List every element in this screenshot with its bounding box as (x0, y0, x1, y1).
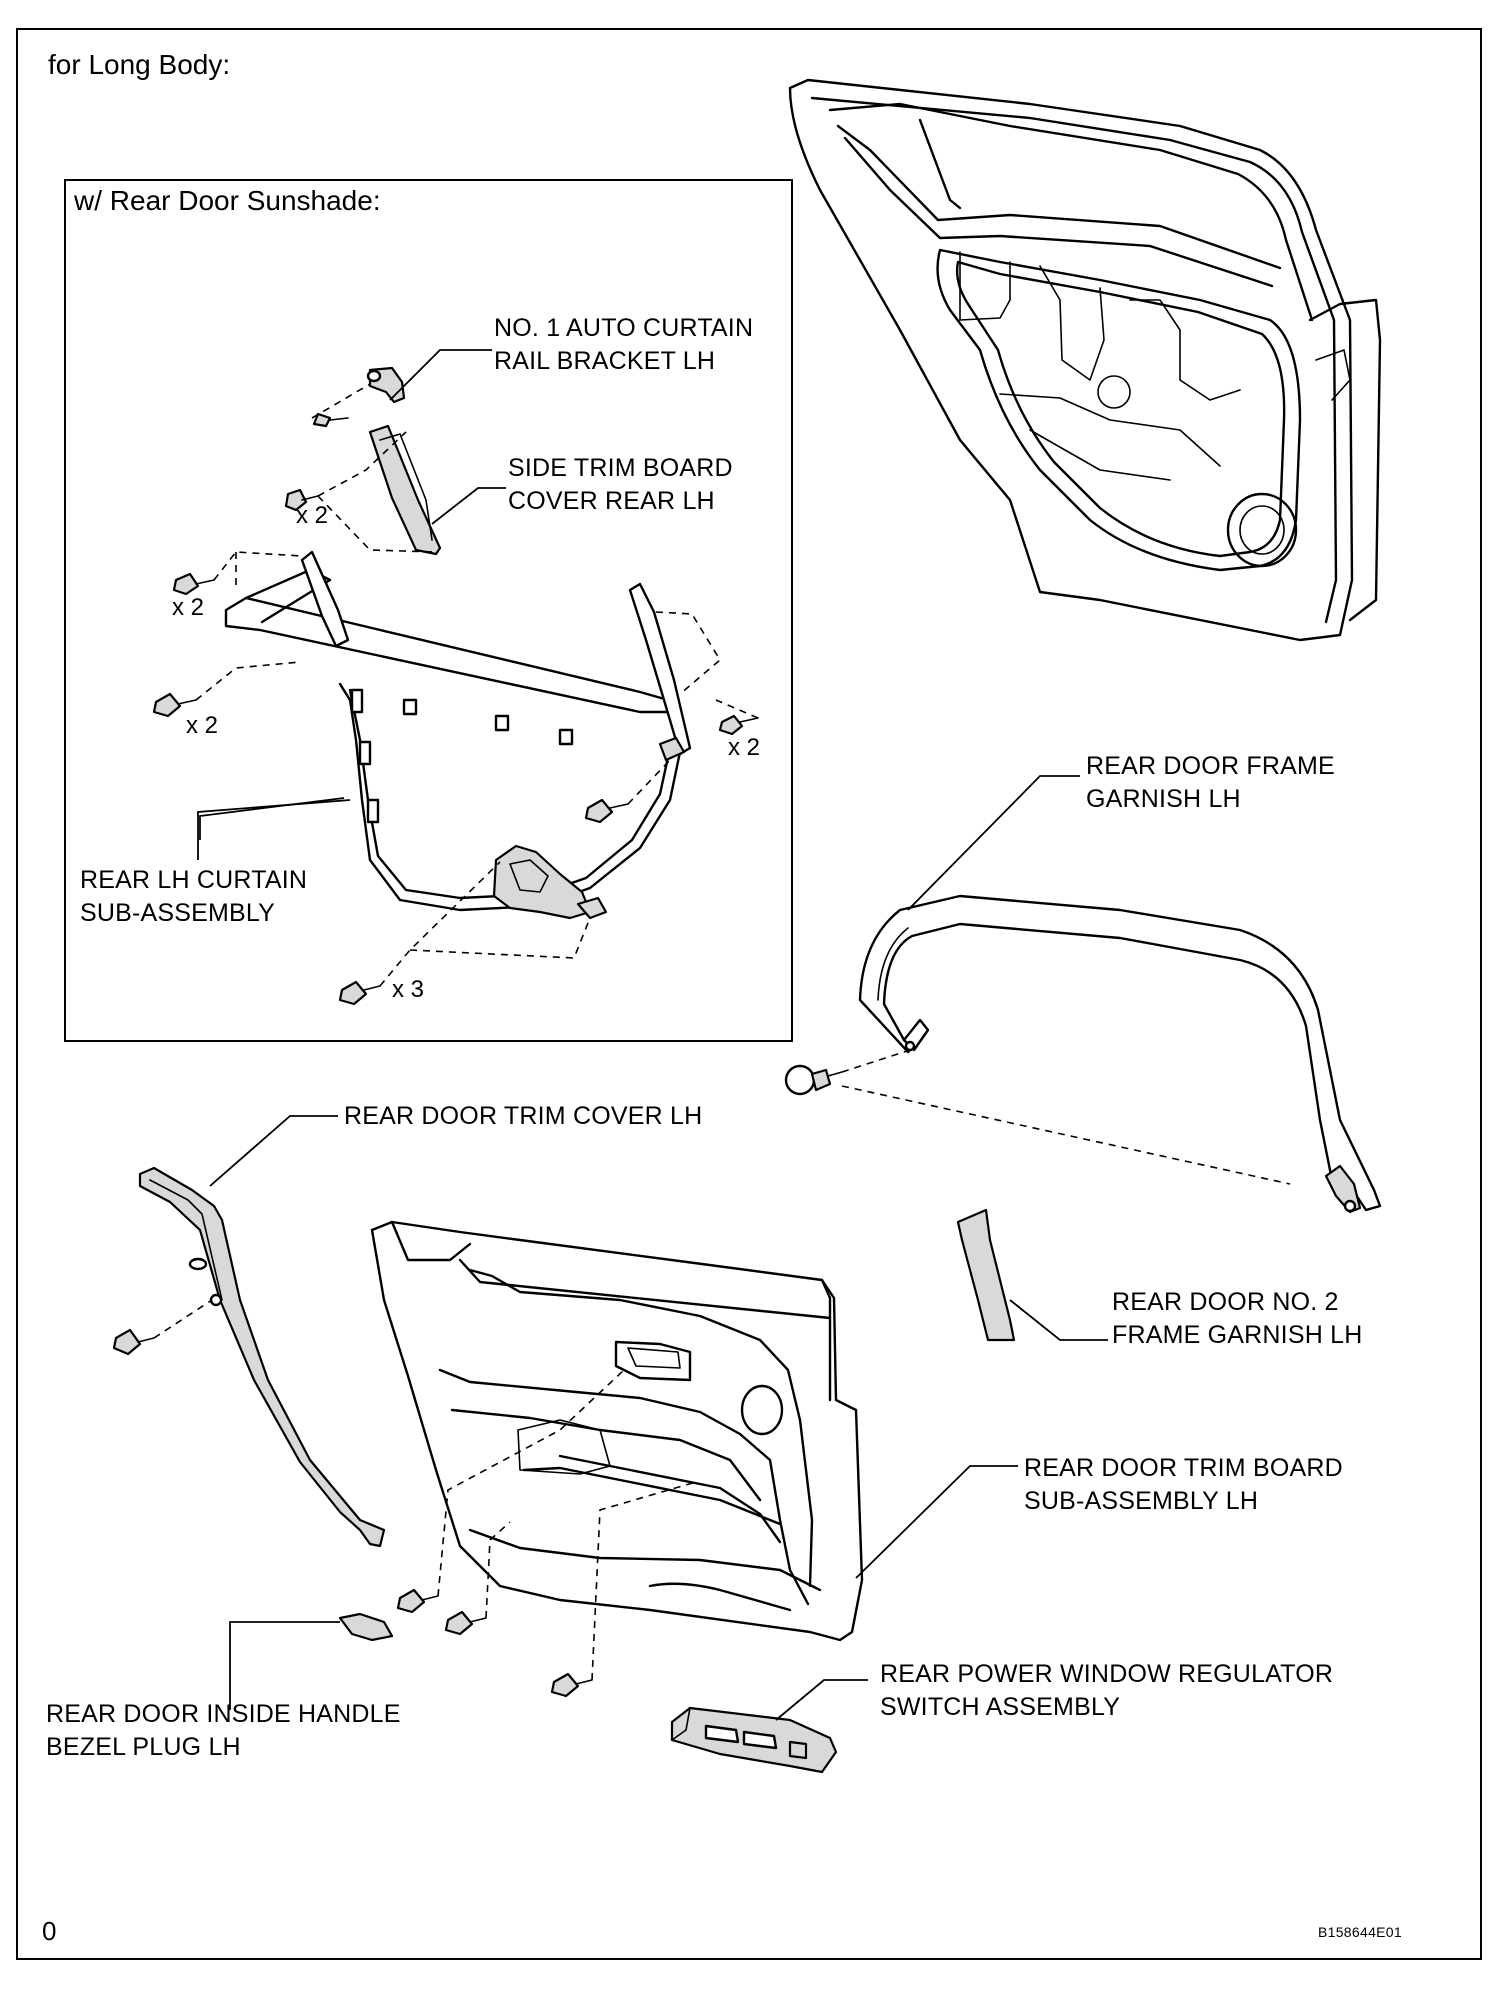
label-curtain: REAR LH CURTAIN SUB-ASSEMBLY (80, 866, 308, 927)
trim-board-dashed-guides (437, 1369, 697, 1681)
rear-door-shell (788, 78, 1382, 642)
inset-title: w/ Rear Door Sunshade: (74, 185, 381, 216)
qty-side-cover-screws: x 2 (296, 502, 329, 529)
curtain-assembly-part (224, 550, 692, 920)
garnish-dash-1 (841, 1049, 911, 1073)
rail-bracket-part (312, 366, 406, 428)
rear-door-frame-garnish-part (784, 894, 1382, 1214)
label-no2-garnish: REAR DOOR NO. 2 FRAME GARNISH LH (1112, 1288, 1363, 1349)
label-side-trim-cover: SIDE TRIM BOARD COVER REAR LH (508, 454, 733, 515)
garnish-dash-2 (841, 1085, 1291, 1185)
qty-curtain-bottom: x 3 (392, 976, 425, 1003)
figure-code: B158644E01 (1318, 1924, 1402, 1940)
rear-door-trim-cover-part (112, 1166, 386, 1548)
label-trim-board: REAR DOOR TRIM BOARD SUB-ASSEMBLY LH (1024, 1454, 1343, 1515)
inside-handle-bezel-plug-part (338, 1612, 394, 1642)
label-trim-cover: REAR DOOR TRIM COVER LH (344, 1102, 703, 1130)
inset-dashed-guides (195, 383, 759, 987)
leader-lines (197, 349, 1108, 1721)
qty-curtain-right: x 2 (728, 734, 761, 761)
power-window-switch-part (670, 1706, 838, 1774)
sunshade-inset-box (64, 179, 793, 1042)
label-rail-bracket: NO. 1 AUTO CURTAIN RAIL BRACKET LH (494, 314, 754, 375)
qty-curtain-top-left: x 2 (172, 594, 205, 621)
label-handle-plug: REAR DOOR INSIDE HANDLE BEZEL PLUG LH (46, 1700, 401, 1761)
label-window-switch: REAR POWER WINDOW REGULATOR SWITCH ASSEM… (880, 1660, 1334, 1721)
label-frame-garnish: REAR DOOR FRAME GARNISH LH (1086, 752, 1335, 813)
section-title: for Long Body: (48, 49, 231, 80)
curtain-screws (152, 572, 759, 1006)
rear-door-no2-frame-garnish-part (956, 1208, 1016, 1342)
trim-board-screws (396, 1588, 593, 1698)
trim-cover-dash (153, 1299, 213, 1339)
page-border (16, 28, 1482, 1960)
qty-curtain-mid-left: x 2 (186, 712, 219, 739)
rear-door-trim-board-part (370, 1220, 864, 1642)
side-trim-board-cover-part (284, 424, 442, 556)
page-number: 0 (42, 1916, 57, 1946)
